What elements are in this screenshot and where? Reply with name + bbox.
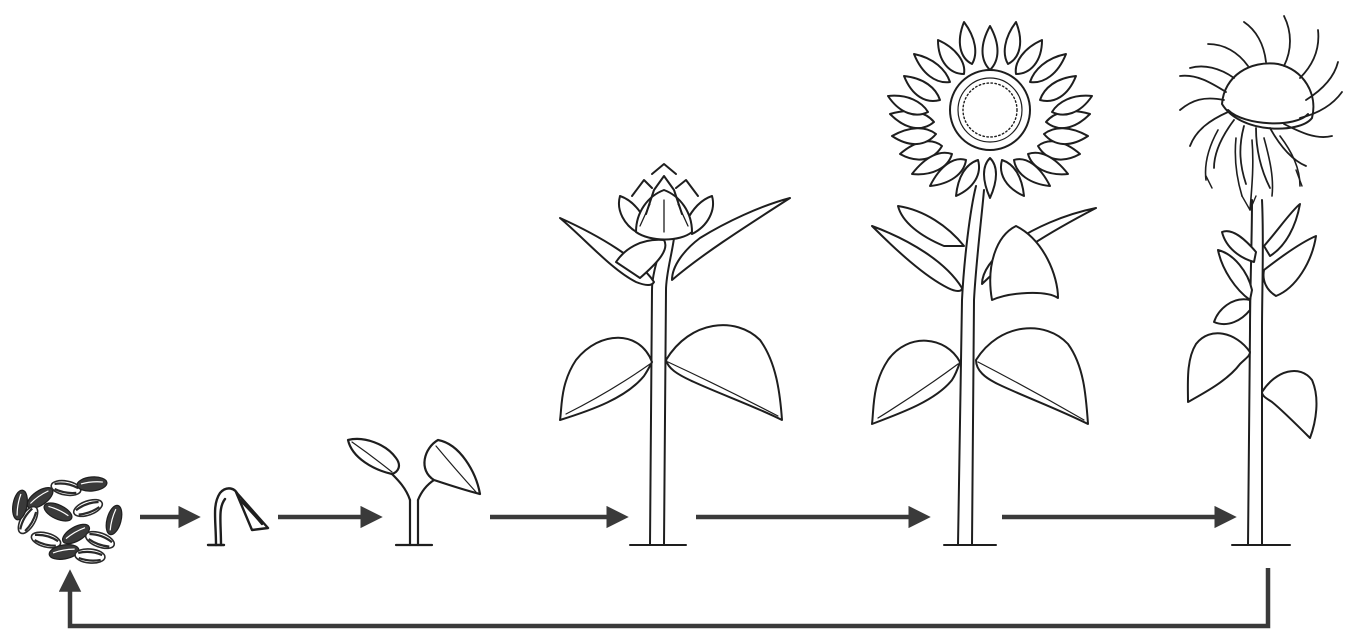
blooming-sunflower-icon xyxy=(872,22,1096,545)
stage-arrows xyxy=(70,517,1268,626)
arrow-wilting-to-seeds-return xyxy=(70,568,1268,626)
budding-sunflower-icon xyxy=(560,164,790,545)
sunflower-seeds-icon xyxy=(11,476,125,565)
germinating-seed-icon xyxy=(208,488,268,545)
seedling-icon xyxy=(348,439,480,545)
wilted-sunflower-icon xyxy=(1180,16,1342,545)
